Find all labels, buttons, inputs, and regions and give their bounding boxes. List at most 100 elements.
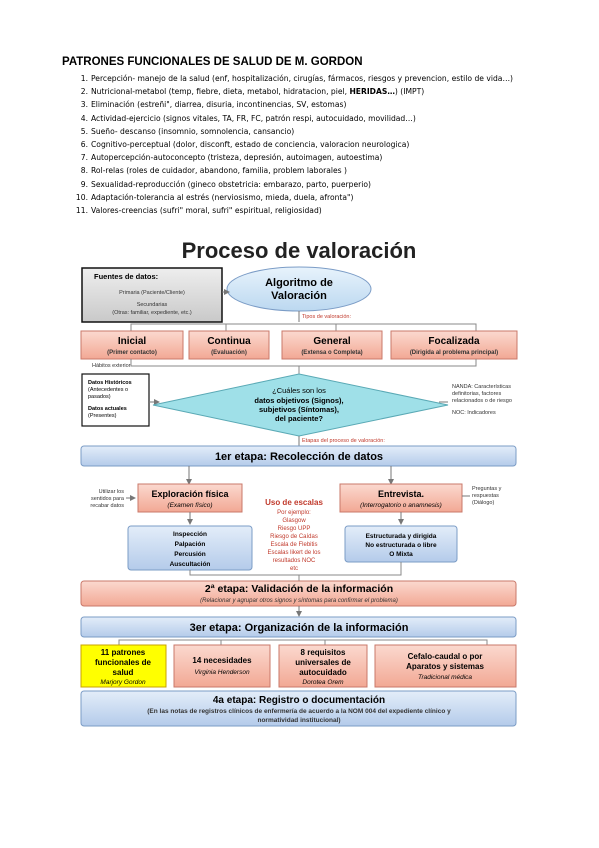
- svg-text:(Evaluación): (Evaluación): [211, 350, 247, 356]
- svg-text:Datos Históricos: Datos Históricos: [88, 380, 132, 386]
- type-inicial: Inicial (Primer contacto): [80, 330, 184, 360]
- sources-heading: Fuentes de datos:: [94, 272, 158, 281]
- svg-text:recabar datos: recabar datos: [90, 503, 124, 509]
- svg-text:Entrevista.: Entrevista.: [378, 489, 424, 499]
- questions-note: Preguntas y respuestas (Diálogo): [472, 486, 502, 506]
- svg-text:Aparatos y sistemas: Aparatos y sistemas: [406, 662, 484, 671]
- list-item: 3.Eliminación (estreñi", diarrea, disuri…: [80, 100, 347, 110]
- svg-text:Percusión: Percusión: [174, 551, 205, 558]
- stages-label: Etapas del proceso de valoración:: [302, 438, 385, 444]
- svg-text:14 necesidades: 14 necesidades: [192, 656, 252, 665]
- nanda-note: NANDA: Características definitorias, fac…: [452, 384, 512, 416]
- stage-3-bar: 3er etapa: Organización de la informació…: [80, 616, 517, 638]
- svg-text:Glasgow: Glasgow: [282, 518, 306, 524]
- svg-text:8 requisitos: 8 requisitos: [301, 648, 346, 657]
- svg-text:subjetivos (Síntomas),: subjetivos (Síntomas),: [259, 405, 339, 414]
- svg-text:Auscultación: Auscultación: [170, 561, 211, 568]
- svg-text:Inspección: Inspección: [173, 531, 207, 538]
- svg-text:NOC: Indicadores: NOC: Indicadores: [452, 410, 496, 416]
- svg-text:universales de: universales de: [295, 658, 351, 667]
- interview-types-box: Estructurada y dirigida No estructurada …: [344, 525, 458, 563]
- list-item: 11.Valores-creencias (sufri" moral, sufr…: [75, 206, 322, 216]
- org-orem: 8 requisitos universales de autocuidado …: [278, 644, 368, 688]
- question-diamond: ¿Cuáles son los datos objetivos (Signos)…: [152, 373, 449, 437]
- svg-text:Escalas likert de los: Escalas likert de los: [267, 550, 320, 556]
- svg-text:Por ejemplo:: Por ejemplo:: [277, 510, 311, 516]
- svg-text:(Antecedentes o: (Antecedentes o: [88, 387, 128, 393]
- svg-text:Exploración física: Exploración física: [151, 489, 229, 499]
- svg-text:Uso de escalas: Uso de escalas: [265, 498, 323, 507]
- svg-text:Cefalo-caudal o por: Cefalo-caudal o por: [408, 652, 483, 661]
- document-title: PATRONES FUNCIONALES DE SALUD DE M. GORD…: [62, 56, 363, 68]
- svg-text:definitorias, factores: definitorias, factores: [452, 391, 501, 397]
- svg-text:2ª etapa: Validación de la inf: 2ª etapa: Validación de la información: [205, 583, 393, 595]
- svg-text:Valoración: Valoración: [271, 290, 327, 302]
- svg-text:datos objetivos (Signos),: datos objetivos (Signos),: [254, 396, 343, 405]
- svg-text:Palpación: Palpación: [175, 541, 206, 548]
- svg-text:(Primer contacto): (Primer contacto): [107, 350, 157, 356]
- svg-text:(Extensa o Completa): (Extensa o Completa): [301, 350, 362, 356]
- svg-text:relacionados o de riesgo: relacionados o de riesgo: [452, 398, 512, 404]
- list-item: 9.Sexualidad-reproducción (gineco obstet…: [80, 179, 371, 189]
- svg-text:O Mixta: O Mixta: [389, 551, 413, 558]
- svg-text:(Presentes): (Presentes): [88, 413, 117, 419]
- diagram-title: Proceso de valoración: [182, 238, 417, 263]
- svg-text:Tradicional médica: Tradicional médica: [418, 674, 472, 681]
- svg-text:No estructurada o libre: No estructurada o libre: [365, 542, 437, 549]
- svg-text:¿Cuáles son los: ¿Cuáles son los: [272, 386, 326, 395]
- list-item: 4.Actividad-ejercicio (signos vitales, T…: [80, 113, 416, 123]
- type-general: General (Extensa o Completa): [281, 330, 383, 360]
- svg-text:Continua: Continua: [207, 336, 251, 347]
- svg-text:del paciente?: del paciente?: [275, 414, 323, 423]
- svg-text:3er etapa: Organización de la: 3er etapa: Organización de la informació…: [190, 622, 409, 634]
- svg-text:Escala de Flebitis: Escala de Flebitis: [270, 542, 317, 548]
- svg-text:Estructurada y dirigida: Estructurada y dirigida: [366, 533, 437, 540]
- senses-note: Utilizar los sentidos para recabar datos: [90, 489, 125, 509]
- algorithm-oval: Algoritmo de Valoración: [226, 266, 372, 312]
- svg-text:funcionales de: funcionales de: [95, 658, 152, 667]
- stage-1-bar: 1er etapa: Recolección de datos: [80, 445, 517, 467]
- svg-text:(Relacionar y agrupar otros si: (Relacionar y agrupar otros signos y sín…: [200, 598, 398, 604]
- svg-text:1er etapa: Recolección de dato: 1er etapa: Recolección de datos: [215, 451, 383, 463]
- data-kinds-box: Datos Históricos (Antecedentes o pasados…: [81, 373, 150, 427]
- svg-text:(Dirigida al problema principa: (Dirigida al problema principal): [410, 350, 498, 356]
- svg-text:resultados NOC: resultados NOC: [273, 558, 316, 564]
- list-item: 2.Nutricional-metabol (temp, fiebre, die…: [80, 87, 425, 97]
- list-item: 1.Percepción- manejo de la salud (enf, h…: [80, 74, 513, 83]
- svg-text:sentidos para: sentidos para: [91, 496, 125, 502]
- exam-techniques-box: Inspección Palpación Percusión Auscultac…: [127, 525, 253, 571]
- sources-secondary: Secundarias: [137, 302, 168, 308]
- org-gordon: 11 patrones funcionales de salud Marjory…: [80, 644, 167, 688]
- patterns-list: 1.Percepción- manejo de la salud (enf, h…: [62, 72, 513, 217]
- list-item: 5.Sueño- descanso (insomnio, somnolencia…: [80, 126, 295, 136]
- stage-2-bar: 2ª etapa: Validación de la información (…: [80, 580, 517, 607]
- habits-label: Hábitos exterior: [92, 363, 131, 369]
- svg-text:(Interrogatorio o anamnesis): (Interrogatorio o anamnesis): [360, 502, 442, 509]
- sources-primary: Primaria (Paciente/Cliente): [119, 290, 185, 296]
- svg-text:Dorotea Orem: Dorotea Orem: [302, 679, 344, 686]
- svg-text:Focalizada: Focalizada: [428, 336, 480, 347]
- svg-text:pasados): pasados): [88, 394, 111, 400]
- svg-text:Riesgo de Caídas: Riesgo de Caídas: [270, 534, 318, 540]
- list-item: 8.Rol-relas (roles de cuidador, abandono…: [80, 166, 347, 176]
- physical-exam-box: Exploración física (Examen físico): [137, 483, 243, 513]
- svg-text:etc: etc: [290, 566, 298, 572]
- interview-box: Entrevista. (Interrogatorio o anamnesis): [339, 483, 463, 513]
- type-continua: Continua (Evaluación): [188, 330, 270, 360]
- list-item: 10.Adaptación-tolerancia al estrés (nerv…: [75, 192, 354, 202]
- types-label: Tipos de valoración:: [302, 314, 351, 320]
- svg-text:4a etapa: Registro o documenta: 4a etapa: Registro o documentación: [213, 695, 385, 706]
- sources-secondary-detail: (Otras: familiar, expediente, etc.): [112, 310, 192, 316]
- svg-text:General: General: [313, 336, 350, 347]
- svg-text:Riesgo UPP: Riesgo UPP: [278, 526, 311, 532]
- svg-text:(Diálogo): (Diálogo): [472, 500, 494, 506]
- svg-text:respuestas: respuestas: [472, 493, 499, 499]
- org-cefalo-caudal: Cefalo-caudal o por Aparatos y sistemas …: [374, 644, 517, 688]
- scales-note: Uso de escalas Por ejemplo: Glasgow Ries…: [265, 498, 323, 572]
- svg-text:Utilizar los: Utilizar los: [99, 489, 125, 495]
- stage-4-bar: 4a etapa: Registro o documentación (En l…: [80, 690, 517, 727]
- org-henderson: 14 necesidades Virginia Henderson: [173, 644, 271, 688]
- svg-text:salud: salud: [113, 668, 134, 677]
- svg-text:Datos actuales: Datos actuales: [88, 406, 127, 412]
